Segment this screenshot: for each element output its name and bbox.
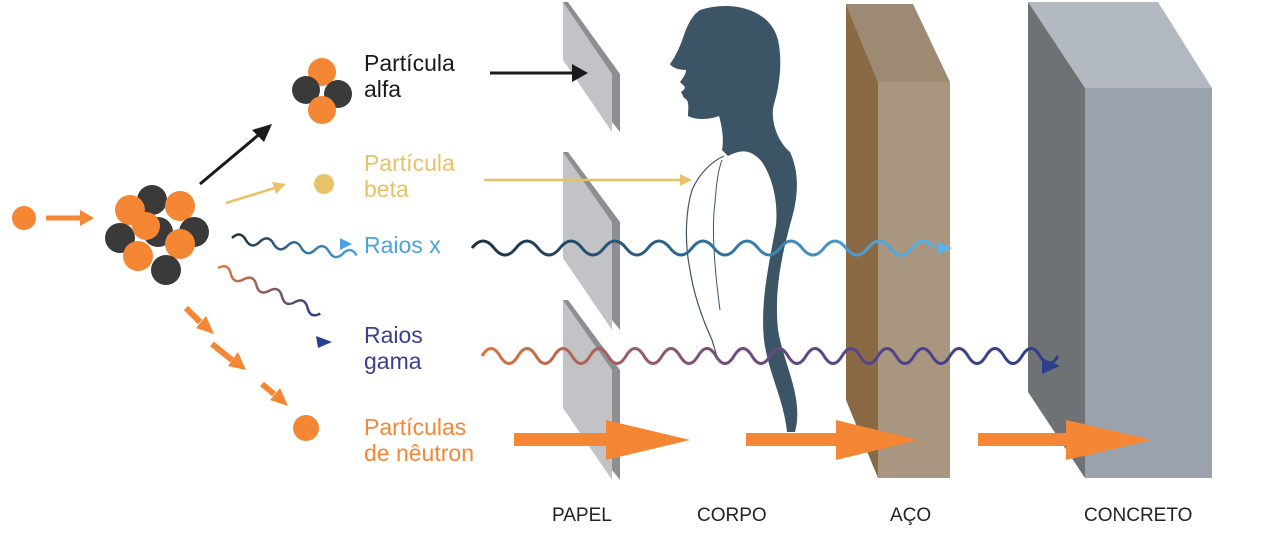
paper-label: PAPEL <box>552 505 612 526</box>
alpha-particle <box>292 58 352 124</box>
xray-emission-wave <box>231 233 358 259</box>
alpha-label-line1: Partícula <box>364 50 455 76</box>
xray-label: Raios x <box>364 232 441 258</box>
incoming-neutron <box>12 206 36 230</box>
alpha-label: Partícula alfa <box>364 50 455 102</box>
neutron-arrow-1 <box>514 420 690 460</box>
gamma-label: Raios gama <box>364 322 423 374</box>
steel-label: AÇO <box>890 505 932 526</box>
nucleus <box>105 185 209 285</box>
neutron-arrow-2 <box>746 420 918 460</box>
beta-label: Partícula beta <box>364 150 455 202</box>
steel-barrier <box>846 4 950 478</box>
neutron-label-line2: de nêutron <box>364 440 474 466</box>
alpha-label-line2: alfa <box>364 76 402 102</box>
beta-arrow <box>484 174 692 186</box>
paper-barrier <box>563 2 620 480</box>
human-body-silhouette <box>670 5 798 433</box>
neutron-emission-arrows <box>183 305 288 406</box>
gamma-label-line1: Raios <box>364 322 423 348</box>
neutron-label-line1: Partículas <box>364 414 467 440</box>
neutron-particle <box>293 415 319 441</box>
beta-emission-arrow <box>225 182 286 205</box>
incoming-arrow <box>46 210 94 226</box>
neutron-label: Partículas de nêutron <box>364 414 474 466</box>
gamma-emission-wave <box>217 265 332 348</box>
alpha-emission-arrow <box>199 124 272 186</box>
xray-label-line1: Raios x <box>364 232 441 258</box>
xray-wave <box>470 239 952 257</box>
beta-particle <box>314 174 334 194</box>
beta-label-line2: beta <box>364 176 409 202</box>
concrete-label: CONCRETO <box>1084 505 1193 526</box>
neutron-arrow-3 <box>978 420 1152 460</box>
alpha-arrow <box>490 64 588 82</box>
concrete-barrier <box>1028 2 1212 478</box>
gamma-wave <box>480 347 1060 374</box>
beta-label-line1: Partícula <box>364 150 455 176</box>
body-label: CORPO <box>697 505 767 526</box>
gamma-label-line2: gama <box>364 348 422 374</box>
